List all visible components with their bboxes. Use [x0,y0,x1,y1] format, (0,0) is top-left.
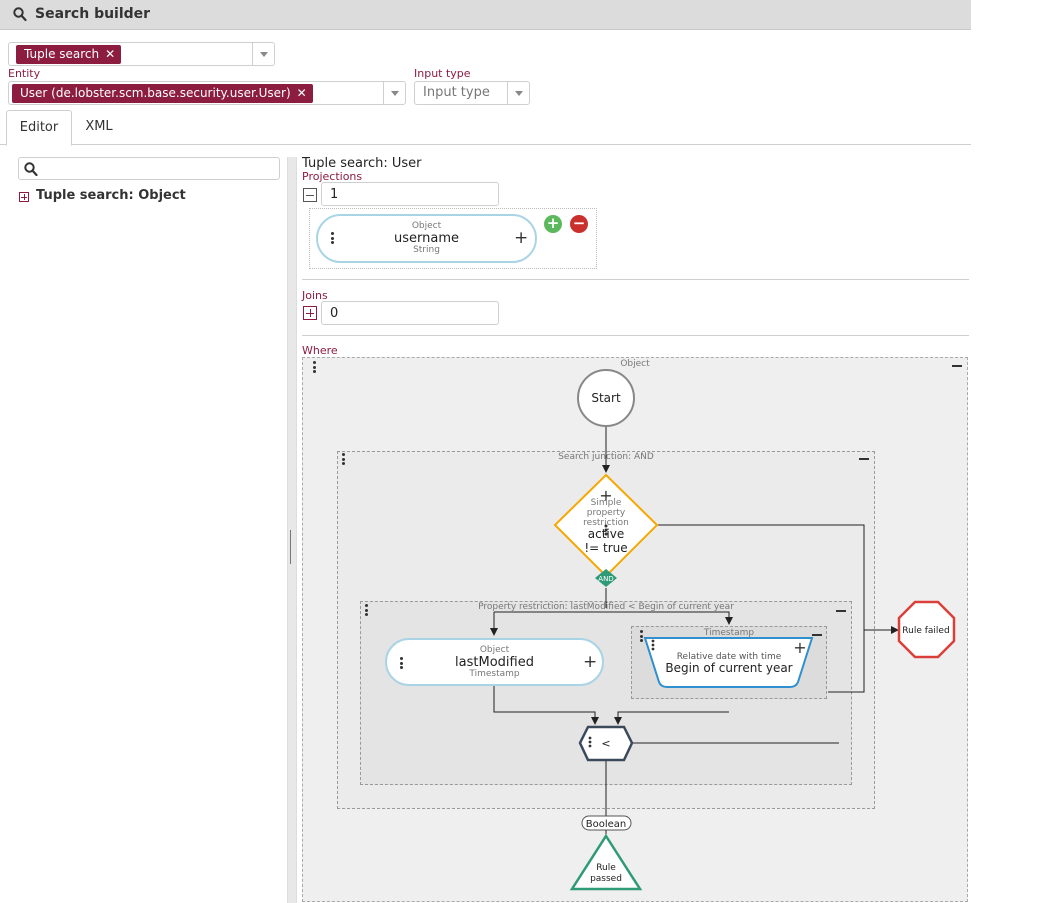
drag-handle-icon[interactable] [331,232,334,246]
drag-handle-icon[interactable] [365,604,368,618]
node-category: Object [479,645,510,655]
and-badge[interactable]: AND [595,569,617,587]
entity-label: Entity [8,67,41,80]
right-operand-node[interactable]: Relative date with time Begin of current… [643,637,814,688]
entity-chip: User (de.lobster.scm.base.security.user.… [12,84,313,103]
drag-handle-icon[interactable] [313,361,316,375]
expand-icon[interactable] [19,192,29,202]
tree-search-input[interactable] [18,157,280,180]
restriction-line2: property [587,508,626,518]
projections-label: Projections [302,170,363,183]
restriction-line1: Simple [591,498,622,508]
chevron-down-icon[interactable] [252,43,274,65]
projection-frame [309,208,597,269]
search-type-chip-label: Tuple search [24,47,100,61]
node-name: lastModified [455,655,534,670]
add-icon[interactable]: + [599,486,612,505]
operator-node[interactable]: < [578,725,634,762]
expand-icon[interactable] [303,306,317,320]
collapse-icon[interactable] [952,365,962,367]
drag-handle-icon[interactable] [400,657,403,671]
group-label: Timestamp [703,628,755,638]
frame-label: Object [620,359,650,369]
rule-failed-label: Rule failed [902,626,949,636]
add-icon[interactable]: + [793,638,806,657]
operand-category: Relative date with time [677,652,782,662]
input-type-select[interactable]: Input type [414,81,530,105]
entity-chip-label: User (de.lobster.scm.base.security.user.… [20,86,291,100]
node-type: String [413,245,440,255]
start-label: Start [591,391,621,405]
where-label: Where [302,344,338,357]
rule-passed-line1: Rule [596,863,616,873]
projections-count-input[interactable]: 1 [321,182,499,206]
result-type-badge: Boolean [581,815,632,831]
page-title: Search builder [35,6,151,22]
remove-projection-button[interactable]: − [570,215,588,233]
start-node[interactable]: Start [577,369,635,427]
tab-xml[interactable]: XML [85,119,113,134]
restriction-node[interactable]: + Simple property restriction active != … [553,473,659,578]
remove-chip-icon[interactable]: ✕ [296,86,307,100]
tabs-divider [0,144,971,145]
node-category: Object [411,221,442,231]
input-type-placeholder: Input type [423,85,490,100]
entity-select[interactable]: User (de.lobster.scm.base.security.user.… [8,81,406,105]
drag-handle-icon[interactable] [342,453,345,467]
add-icon[interactable]: + [514,228,529,248]
rule-passed-node[interactable]: Rule passed [569,833,643,891]
search-icon [13,7,27,22]
operator-label: < [601,737,610,750]
projection-node[interactable]: Object username String + [316,214,537,263]
input-type-label: Input type [414,67,471,80]
search-icon [24,162,38,176]
operand-name: Begin of current year [665,661,792,675]
drag-handle-icon[interactable] [640,630,643,644]
joins-label: Joins [302,289,328,302]
collapse-icon[interactable] [303,188,317,202]
add-icon[interactable]: + [583,652,598,672]
restriction-value2: != true [584,541,627,555]
section-divider [302,279,969,280]
tab-editor[interactable]: Editor [6,110,72,146]
search-type-chip: Tuple search ✕ [16,45,122,64]
chevron-down-icon[interactable] [383,82,405,104]
and-label: AND [598,575,613,583]
rule-failed-node[interactable]: Rule failed [897,600,956,659]
editor-title: Tuple search: User [302,156,422,171]
restriction-line3: restriction [583,518,629,528]
chevron-down-icon[interactable] [507,82,529,104]
collapse-icon[interactable] [812,634,822,636]
collapse-icon[interactable] [859,458,869,460]
section-divider [302,335,969,336]
result-type-label: Boolean [586,819,627,830]
panel-splitter[interactable] [287,157,297,903]
remove-chip-icon[interactable]: ✕ [105,47,116,61]
add-projection-button[interactable]: + [544,215,562,233]
joins-count-input[interactable]: 0 [321,301,499,325]
search-type-select[interactable]: Tuple search ✕ [8,42,275,66]
tree-item[interactable]: Tuple search: Object [36,188,186,203]
rule-passed-line2: passed [590,874,622,884]
splitter-grip[interactable] [290,530,291,564]
left-operand-node[interactable]: Object lastModified Timestamp + [385,638,604,686]
collapse-icon[interactable] [836,610,846,612]
node-name: username [394,231,459,246]
node-type: Timestamp [469,669,520,679]
header-bar [0,0,971,30]
